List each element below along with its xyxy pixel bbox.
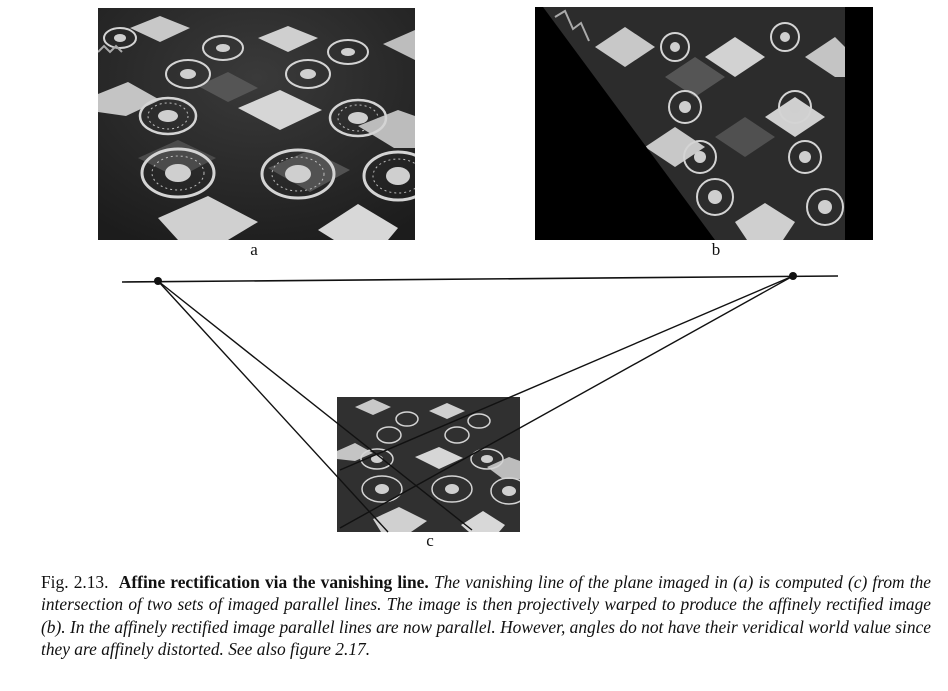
figure-caption: Fig. 2.13. Affine rectification via the …	[41, 571, 931, 661]
panel-b-label: b	[711, 240, 721, 259]
parallel-line-right-1	[339, 275, 794, 471]
vanishing-point-right	[789, 272, 797, 280]
panel-b-image	[535, 7, 873, 240]
panel-c-label: c	[426, 531, 434, 550]
tiled-floor-rectified	[535, 7, 873, 240]
figure-title: Affine rectification via the vanishing l…	[118, 572, 429, 592]
tiled-floor-perspective	[98, 8, 415, 240]
parallel-line-left-1	[157, 280, 473, 531]
panel-a-label: a	[250, 240, 258, 259]
parallel-line-left-2	[157, 280, 389, 533]
parallel-line-right-2	[339, 275, 794, 529]
figure-caption-body: The vanishing line of the plane imaged i…	[41, 572, 932, 660]
figure-number: Fig. 2.13.	[41, 572, 109, 592]
vanishing-line	[121, 275, 839, 283]
panel-a-image	[98, 8, 415, 240]
vanishing-point-left	[154, 277, 162, 285]
